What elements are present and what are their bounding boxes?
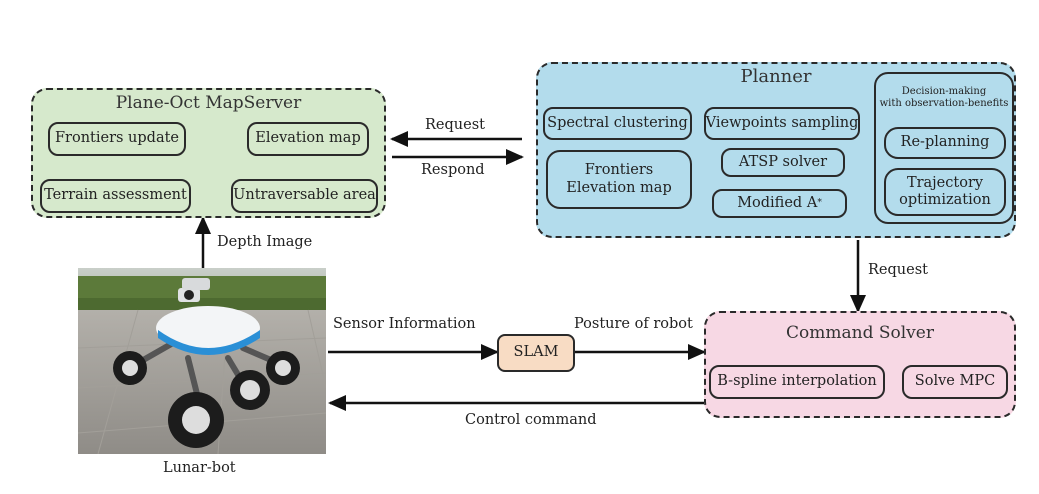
lunar-bot-illustration: [78, 268, 326, 454]
command-solver-title: Command Solver: [786, 323, 934, 343]
control-command-label: Control command: [465, 412, 597, 428]
bspline-node: B-spline interpolation: [709, 365, 885, 399]
solve-mpc-node: Solve MPC: [902, 365, 1008, 399]
posture-label: Posture of robot: [574, 316, 693, 332]
frontiers-elevation-node: Frontiers Elevation map: [546, 150, 692, 209]
replanning-node: Re-planning: [884, 127, 1006, 159]
trajectory-line1: Trajectory: [906, 174, 984, 191]
atsp-solver-node: ATSP solver: [721, 148, 845, 177]
elevation-map-node: Elevation map: [247, 122, 369, 156]
sensor-info-label: Sensor Information: [333, 316, 476, 332]
decision-title-line1: Decision-making: [901, 86, 987, 97]
decision-title-line2: with observation-benefits: [879, 98, 1009, 109]
lunar-bot-photo: [78, 268, 326, 454]
modified-a-sup: *: [817, 198, 822, 209]
trajectory-line2: optimization: [899, 192, 991, 208]
robot-caption: Lunar-bot: [163, 460, 236, 476]
request-down-label: Request: [868, 262, 928, 278]
viewpoints-sampling-node: Viewpoints sampling: [704, 107, 860, 140]
slam-node: SLAM: [497, 334, 575, 372]
frontiers-line1: Frontiers: [584, 162, 654, 179]
mapserver-title: Plane-Oct MapServer: [115, 93, 302, 113]
trajectory-optimization-node: Trajectory optimization: [884, 168, 1006, 216]
planner-title: Planner: [740, 66, 812, 87]
decision-subgroup: Decision-making with observation-benefit…: [874, 72, 1014, 224]
modified-a-label: Modified A: [737, 194, 818, 211]
depth-image-label: Depth Image: [217, 234, 313, 250]
modified-a-star-node: Modified A*: [712, 189, 847, 218]
request-top-label: Request: [425, 117, 485, 133]
terrain-assessment-node: Terrain assessment: [40, 179, 191, 213]
respond-label: Respond: [421, 162, 485, 178]
mapserver-group: Plane-Oct MapServer: [31, 88, 386, 218]
untraversable-area-node: Untraversable area: [231, 179, 378, 213]
spectral-clustering-node: Spectral clustering: [543, 107, 692, 140]
frontiers-line2: Elevation map: [566, 179, 672, 196]
command-solver-group: Command Solver: [704, 311, 1016, 418]
frontiers-update-node: Frontiers update: [48, 122, 186, 156]
